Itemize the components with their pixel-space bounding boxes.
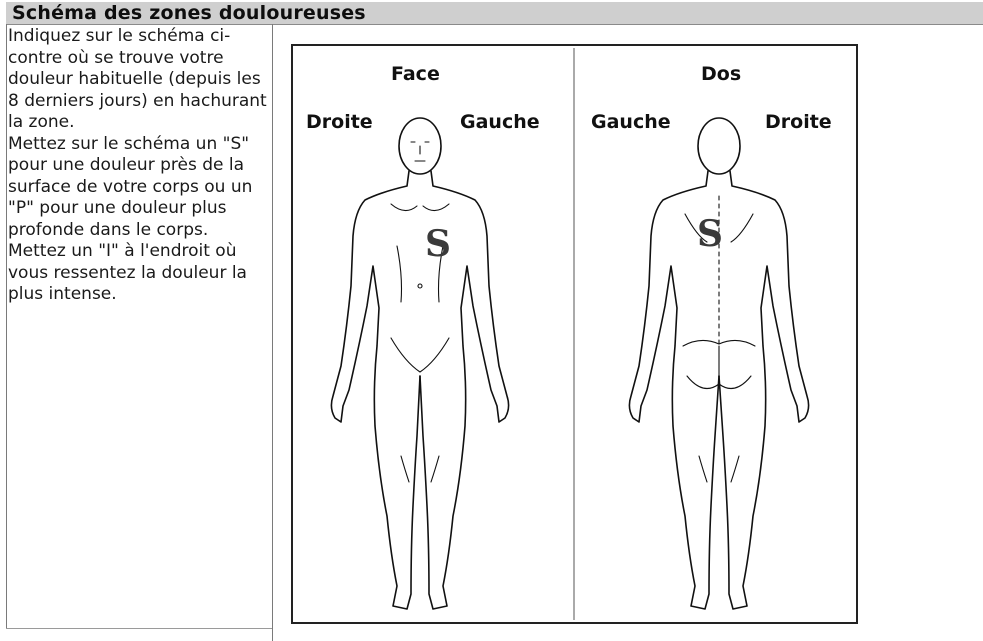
- instructions-paragraph-1: Indiquez sur le schéma ci-contre où se t…: [8, 26, 270, 134]
- back-title: Dos: [701, 63, 741, 85]
- section-header: Schéma des zones douloureuses: [6, 2, 983, 25]
- bottom-border: [6, 628, 272, 629]
- instructions-paragraph-3: Mettez un "I" à l'endroit où vous ressen…: [8, 241, 270, 306]
- instructions-text: Indiquez sur le schéma ci-contre où se t…: [8, 26, 270, 306]
- back-surface-pain-mark: S: [697, 213, 723, 255]
- back-body-outline: [629, 118, 808, 609]
- back-right-label: Droite: [765, 111, 832, 133]
- front-right-label: Droite: [306, 111, 373, 133]
- section-title: Schéma des zones douloureuses: [12, 2, 366, 24]
- front-body-outline: [331, 118, 508, 609]
- back-left-label: Gauche: [591, 111, 671, 133]
- body-diagram-svg: Face Droite Gauche: [293, 46, 856, 622]
- left-border: [6, 24, 7, 629]
- front-view[interactable]: Face Droite Gauche: [306, 63, 540, 609]
- front-title: Face: [391, 63, 440, 85]
- instructions-paragraph-2: Mettez sur le schéma un "S" pour une dou…: [8, 134, 270, 242]
- body-diagram[interactable]: Face Droite Gauche: [291, 44, 858, 624]
- front-surface-pain-mark: S: [425, 223, 451, 265]
- back-view[interactable]: Dos Gauche Droite S: [591, 63, 832, 609]
- column-divider: [272, 24, 273, 641]
- front-left-label: Gauche: [460, 111, 540, 133]
